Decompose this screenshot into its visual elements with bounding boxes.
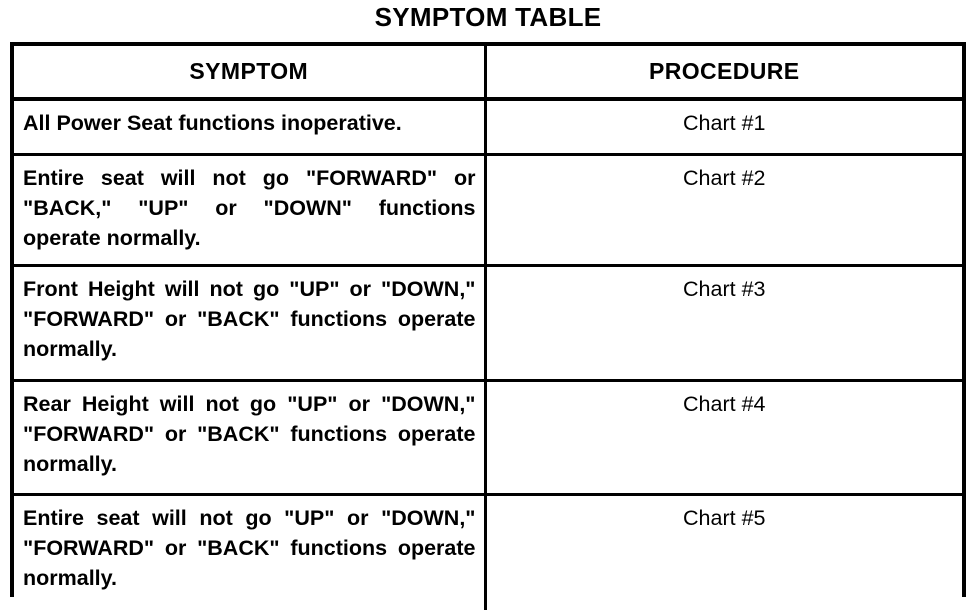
symptom-table-grid: SYMPTOM PROCEDURE All Power Seat functio… xyxy=(14,46,962,610)
symptom-text: All Power Seat functions inoperative. xyxy=(14,101,484,147)
procedure-text: Chart #5 xyxy=(487,496,963,542)
procedure-text: Chart #3 xyxy=(487,267,963,313)
table-cell-symptom: All Power Seat functions inoperative. xyxy=(14,99,485,155)
symptom-table: SYMPTOM PROCEDURE All Power Seat functio… xyxy=(10,42,966,597)
symptom-text: Entire seat will not go "UP" or "DOWN," … xyxy=(14,496,484,602)
procedure-text: Chart #2 xyxy=(487,156,963,202)
column-header-symptom: SYMPTOM xyxy=(14,46,485,99)
table-header-row: SYMPTOM PROCEDURE xyxy=(14,46,962,99)
column-header-procedure: PROCEDURE xyxy=(485,46,962,99)
column-header-symptom-label: SYMPTOM xyxy=(14,58,484,85)
table-cell-procedure: Chart #5 xyxy=(485,495,962,610)
table-row: Entire seat will not go "UP" or "DOWN," … xyxy=(14,495,962,610)
table-body: All Power Seat functions inoperative. Ch… xyxy=(14,99,962,610)
table-cell-procedure: Chart #3 xyxy=(485,266,962,381)
procedure-text: Chart #1 xyxy=(487,101,963,147)
table-row: Rear Height will not go "UP" or "DOWN," … xyxy=(14,381,962,495)
table-row: Front Height will not go "UP" or "DOWN,"… xyxy=(14,266,962,381)
table-row: Entire seat will not go "FORWARD" or "BA… xyxy=(14,155,962,266)
table-cell-symptom: Rear Height will not go "UP" or "DOWN," … xyxy=(14,381,485,495)
table-cell-symptom: Entire seat will not go "UP" or "DOWN," … xyxy=(14,495,485,610)
table-header: SYMPTOM PROCEDURE xyxy=(14,46,962,99)
symptom-text: Entire seat will not go "FORWARD" or "BA… xyxy=(14,156,484,262)
symptom-text: Rear Height will not go "UP" or "DOWN," … xyxy=(14,382,484,488)
procedure-text: Chart #4 xyxy=(487,382,963,428)
table-row: All Power Seat functions inoperative. Ch… xyxy=(14,99,962,155)
table-cell-procedure: Chart #2 xyxy=(485,155,962,266)
table-cell-procedure: Chart #1 xyxy=(485,99,962,155)
table-cell-procedure: Chart #4 xyxy=(485,381,962,495)
table-cell-symptom: Front Height will not go "UP" or "DOWN,"… xyxy=(14,266,485,381)
column-header-procedure-label: PROCEDURE xyxy=(487,58,963,85)
symptom-text: Front Height will not go "UP" or "DOWN,"… xyxy=(14,267,484,373)
page-title: SYMPTOM TABLE xyxy=(0,2,976,32)
table-cell-symptom: Entire seat will not go "FORWARD" or "BA… xyxy=(14,155,485,266)
